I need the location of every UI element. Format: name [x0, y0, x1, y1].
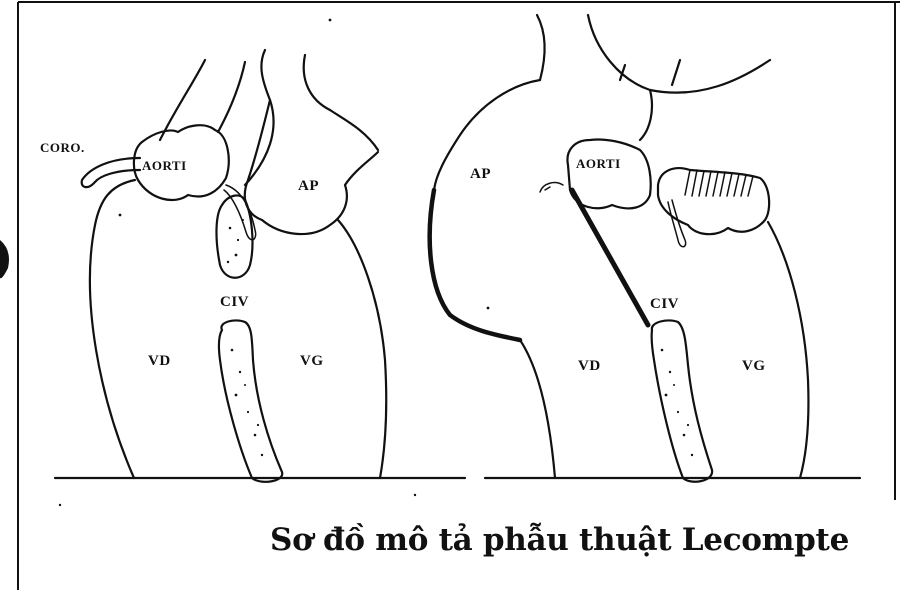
vg-wall-right [768, 222, 808, 478]
label-vg-right: VG [742, 358, 766, 374]
label-vd-left: VD [148, 353, 171, 369]
aorta-right [567, 139, 650, 208]
label-vg-left: VG [300, 353, 324, 369]
label-aorta-right: AORTI [576, 156, 621, 171]
civ-patch-upper-left [216, 195, 252, 277]
label-ap-left: AP [298, 178, 319, 194]
label-ap-right: AP [470, 166, 491, 182]
label-civ-left: CIV [220, 294, 249, 310]
vg-wall-left [338, 220, 386, 478]
label-aorta-left: AORTI [142, 158, 187, 173]
label-civ-right: CIV [650, 296, 679, 312]
intraventricular-tunnel [572, 190, 648, 325]
left-heart [59, 19, 416, 507]
pulmonary-artery-left [245, 100, 378, 234]
right-heart [430, 15, 809, 482]
label-vd-right: VD [578, 358, 601, 374]
coronary-artery [82, 158, 140, 187]
civ-septum-left [219, 320, 282, 481]
vd-wall-left [90, 180, 135, 478]
label-coro: CORO. [40, 140, 85, 155]
civ-septum-right [652, 320, 713, 481]
figure-caption: Sơ đồ mô tả phẫu thuật Lecompte [270, 522, 890, 558]
